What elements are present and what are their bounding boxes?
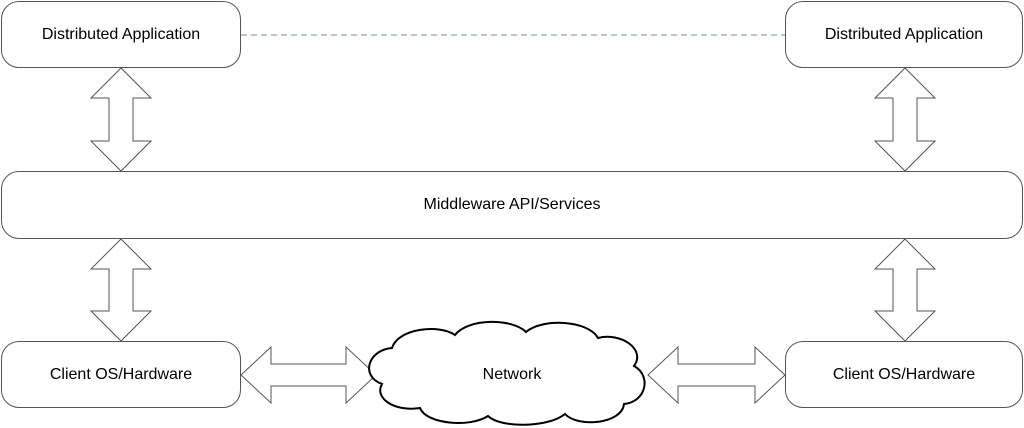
arrow-middleware-os-left bbox=[89, 238, 153, 342]
distributed-application-left: Distributed Application bbox=[1, 1, 241, 68]
distributed-application-right: Distributed Application bbox=[785, 1, 1023, 68]
arrow-middleware-os-right bbox=[873, 238, 937, 342]
arrow-os-left-network bbox=[240, 345, 377, 405]
arrow-app-left-middleware bbox=[89, 67, 153, 172]
middleware-services-layer: Middleware API/Services bbox=[1, 171, 1023, 239]
client-os-hardware-right: Client OS/Hardware bbox=[785, 341, 1023, 408]
arrow-app-right-middleware bbox=[873, 67, 937, 172]
client-os-hardware-left: Client OS/Hardware bbox=[1, 341, 241, 408]
arrow-network-os-right bbox=[647, 345, 786, 405]
network-label: Network bbox=[482, 366, 542, 383]
network-cloud-icon bbox=[368, 320, 646, 426]
